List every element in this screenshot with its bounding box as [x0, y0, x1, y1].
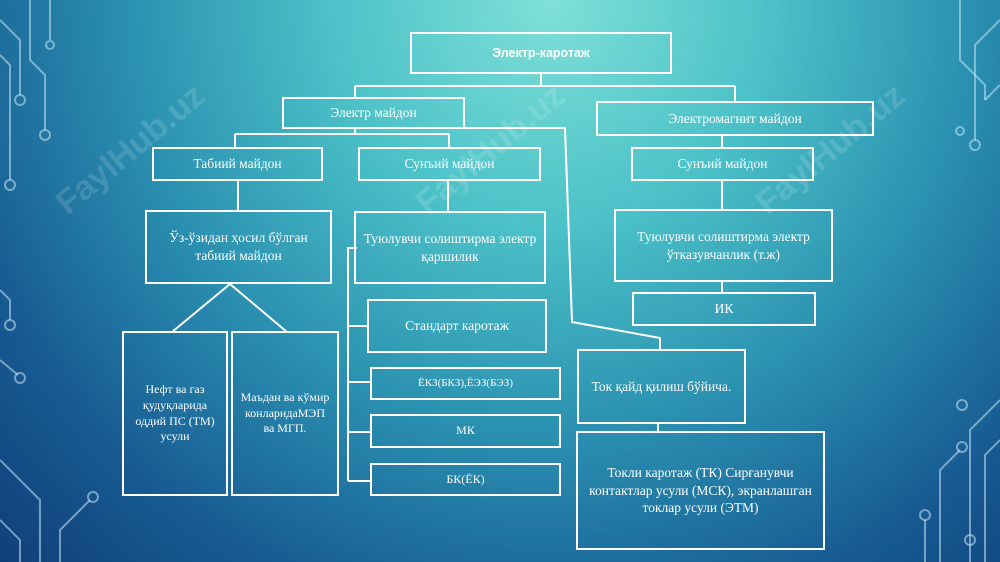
ekz-box: ЁКЗ(БКЗ),ЁЭЗ(БЭЗ) — [370, 367, 561, 400]
artificial-field-box: Сунъий майдон — [358, 147, 541, 181]
natural-field-box: Табиий майдон — [152, 147, 323, 181]
apparent-conductivity-box: Туюлувчи солиштирма электр ўтказувчанлик… — [614, 209, 833, 282]
ik-box: ИК — [632, 292, 816, 326]
mk-box: МК — [370, 414, 561, 448]
current-methods-box: Токли каротаж (ТК) Сирғанувчи контактлар… — [576, 431, 825, 550]
artificial-field-box-right: Сунъий майдон — [631, 147, 814, 181]
bk-box: БК(ЁК) — [370, 463, 561, 496]
standard-logging-box: Стандарт каротаж — [367, 299, 547, 353]
self-generated-field-box: Ўз-ўзидан ҳосил бўлган табиий майдон — [145, 210, 332, 284]
oil-gas-method-box: Нефт ва газ қудуқларида оддий ПС (ТМ) ус… — [122, 331, 228, 496]
root-title-box: Электр-каротаж — [410, 32, 672, 74]
electromagnetic-field-box: Электромагнит майдон — [596, 101, 874, 136]
current-record-box: Ток қайд қилиш бўйича. — [577, 349, 746, 424]
apparent-resistivity-box: Туюлувчи солиштирма электр қаршилик — [354, 211, 546, 284]
ore-coal-method-box: Маъдан ва кўмир конларидаМЭП ва МГП. — [231, 331, 339, 496]
electric-field-box: Электр майдон — [282, 97, 465, 129]
